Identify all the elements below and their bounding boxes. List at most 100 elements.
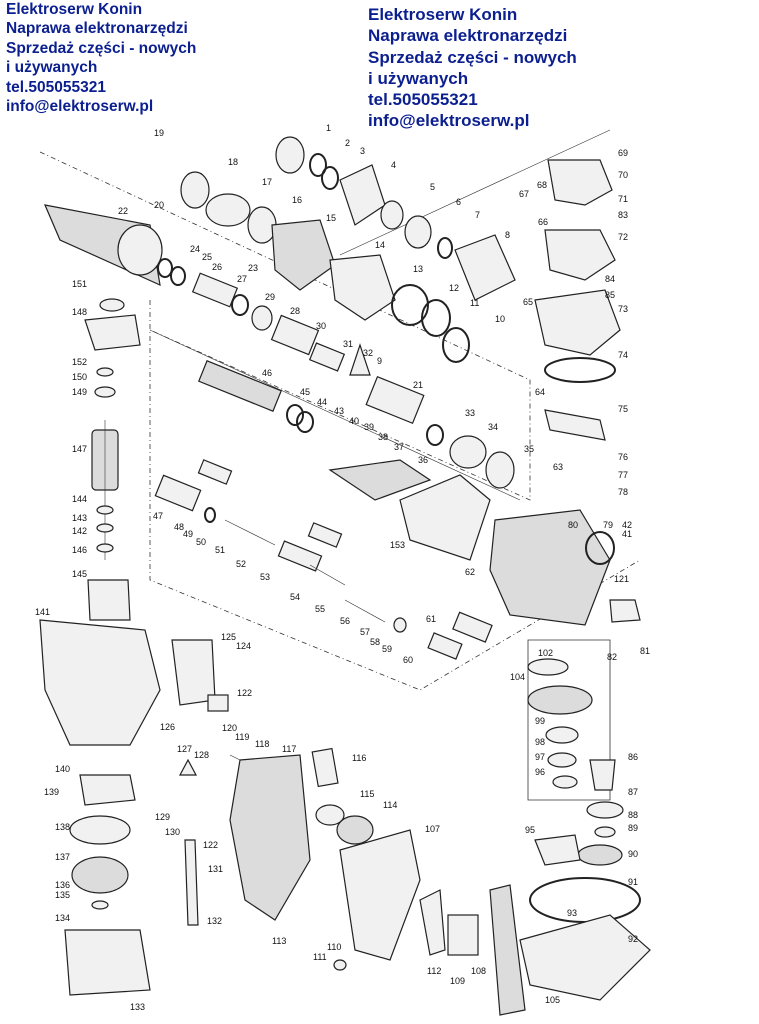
svg-text:49: 49: [183, 529, 193, 539]
svg-text:43: 43: [334, 406, 344, 416]
svg-text:21: 21: [413, 380, 423, 390]
svg-text:91: 91: [628, 877, 638, 887]
svg-text:126: 126: [160, 722, 175, 732]
svg-text:104: 104: [510, 672, 525, 682]
svg-text:1: 1: [326, 123, 331, 133]
svg-text:72: 72: [618, 232, 628, 242]
main-frame-line: [149, 300, 641, 691]
svg-text:62: 62: [465, 567, 475, 577]
svg-text:153: 153: [390, 540, 405, 550]
svg-text:124: 124: [236, 641, 251, 651]
svg-text:79: 79: [603, 520, 613, 530]
svg-text:52: 52: [236, 559, 246, 569]
svg-text:90: 90: [628, 849, 638, 859]
svg-text:109: 109: [450, 976, 465, 986]
part-chuck-group: [275, 136, 516, 301]
svg-text:125: 125: [221, 632, 236, 642]
svg-text:148: 148: [72, 307, 87, 317]
svg-text:98: 98: [535, 737, 545, 747]
svg-text:17: 17: [262, 177, 272, 187]
svg-text:14: 14: [375, 240, 385, 250]
svg-text:26: 26: [212, 262, 222, 272]
part-gear-train: [519, 658, 651, 1001]
svg-text:33: 33: [465, 408, 475, 418]
svg-text:77: 77: [618, 470, 628, 480]
svg-text:20: 20: [154, 200, 164, 210]
svg-text:54: 54: [290, 592, 300, 602]
svg-text:147: 147: [72, 444, 87, 454]
svg-text:110: 110: [327, 942, 341, 952]
svg-text:76: 76: [618, 452, 628, 462]
svg-text:37: 37: [394, 442, 404, 452]
svg-text:7: 7: [475, 210, 480, 220]
svg-text:97: 97: [535, 752, 545, 762]
part-cylinder-group: [44, 204, 346, 433]
svg-text:121: 121: [614, 574, 629, 584]
svg-text:25: 25: [202, 252, 212, 262]
svg-text:42: 42: [622, 520, 632, 530]
svg-text:122: 122: [203, 840, 218, 850]
svg-text:38: 38: [378, 432, 388, 442]
svg-text:82: 82: [607, 652, 617, 662]
svg-text:64: 64: [535, 387, 545, 397]
svg-text:40: 40: [349, 416, 359, 426]
header-left-contact: Elektroserw Konin Naprawa elektronarzędz…: [6, 0, 197, 117]
svg-text:22: 22: [118, 206, 128, 216]
svg-text:11: 11: [470, 298, 479, 308]
svg-text:19: 19: [154, 128, 164, 138]
svg-text:128: 128: [194, 750, 209, 760]
svg-text:28: 28: [290, 306, 300, 316]
svg-text:66: 66: [538, 217, 548, 227]
part-main-body: [399, 159, 641, 626]
svg-text:58: 58: [370, 637, 380, 647]
svg-text:65: 65: [523, 297, 533, 307]
svg-text:137: 137: [55, 852, 70, 862]
svg-text:115: 115: [360, 789, 374, 799]
svg-text:139: 139: [44, 787, 59, 797]
svg-text:81: 81: [640, 646, 650, 656]
svg-text:102: 102: [538, 648, 553, 658]
svg-text:4: 4: [391, 160, 396, 170]
svg-text:87: 87: [628, 787, 638, 797]
svg-text:138: 138: [55, 822, 70, 832]
svg-text:144: 144: [72, 494, 87, 504]
svg-text:150: 150: [72, 372, 87, 382]
svg-text:133: 133: [130, 1002, 145, 1012]
svg-text:130: 130: [165, 827, 180, 837]
svg-text:80: 80: [568, 520, 578, 530]
svg-text:70: 70: [618, 170, 628, 180]
svg-text:9: 9: [377, 356, 382, 366]
svg-text:48: 48: [174, 522, 184, 532]
svg-text:151: 151: [72, 279, 87, 289]
svg-text:86: 86: [628, 752, 638, 762]
part-piston-group: [154, 459, 493, 660]
service-line: Naprawa elektronarzędzi: [6, 20, 188, 38]
svg-text:46: 46: [262, 368, 272, 378]
svg-text:99: 99: [535, 716, 545, 726]
svg-text:111: 111: [313, 952, 327, 962]
svg-text:152: 152: [72, 357, 87, 367]
svg-text:89: 89: [628, 823, 638, 833]
svg-text:119: 119: [235, 732, 249, 742]
svg-text:3: 3: [360, 146, 365, 156]
part-handle-group: [171, 639, 526, 1016]
svg-text:134: 134: [55, 913, 70, 923]
svg-text:73: 73: [618, 304, 628, 314]
svg-text:135: 135: [55, 890, 70, 900]
svg-text:5: 5: [430, 182, 435, 192]
svg-text:34: 34: [488, 422, 498, 432]
svg-text:146: 146: [72, 545, 87, 555]
svg-text:56: 56: [340, 616, 350, 626]
svg-text:45: 45: [300, 387, 310, 397]
svg-text:61: 61: [426, 614, 436, 624]
svg-text:105: 105: [545, 995, 560, 1005]
svg-text:143: 143: [72, 513, 87, 523]
part-motor-group: [39, 298, 161, 996]
svg-text:136: 136: [55, 880, 70, 890]
company-name: Elektroserw Konin: [368, 5, 518, 24]
email: info@elektroserw.pl: [6, 97, 154, 115]
header-right-contact: Elektroserw Konin Naprawa elektronarzędz…: [368, 4, 577, 132]
email: info@elektroserw.pl: [368, 111, 530, 131]
